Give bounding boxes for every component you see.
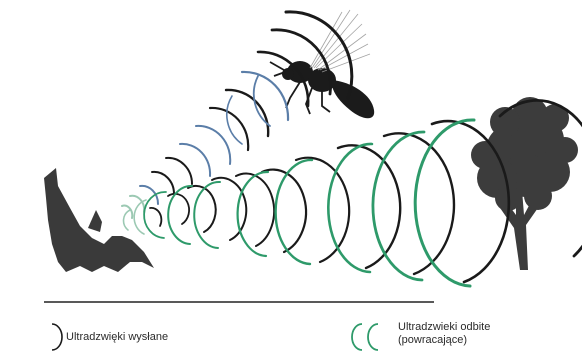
legend-reflected-line2: (powracające) [398,334,538,347]
sent-wave [188,186,216,232]
sent-wave [262,170,306,252]
sent-wave [152,172,174,194]
sent-wave [212,178,246,240]
reflected-waves-lower [124,120,474,286]
tree-icon [471,97,578,270]
legend-reflected-label: Ultradzwieki odbite (powracające) [398,321,538,347]
sent-wave [338,145,400,268]
sent-wave [296,158,349,262]
legend-sent-symbol [52,324,62,350]
sent-wave [130,196,144,212]
bat-icon [44,168,154,272]
reflected-wave [238,172,268,256]
reflected-wave [415,120,474,286]
legend-reflected-line1: Ultradzwieki odbite [398,321,538,334]
sent-wave [180,144,210,176]
reflected-wave [144,192,166,238]
sent-wave [196,126,230,164]
sent-waves-upper [122,12,352,218]
legend-sent-label: Ultradzwięki wysłane [66,331,168,344]
reflected-wave [124,210,130,230]
legend-reflected-symbol [352,324,378,350]
sent-wave [384,133,454,274]
sent-wave [150,208,161,226]
